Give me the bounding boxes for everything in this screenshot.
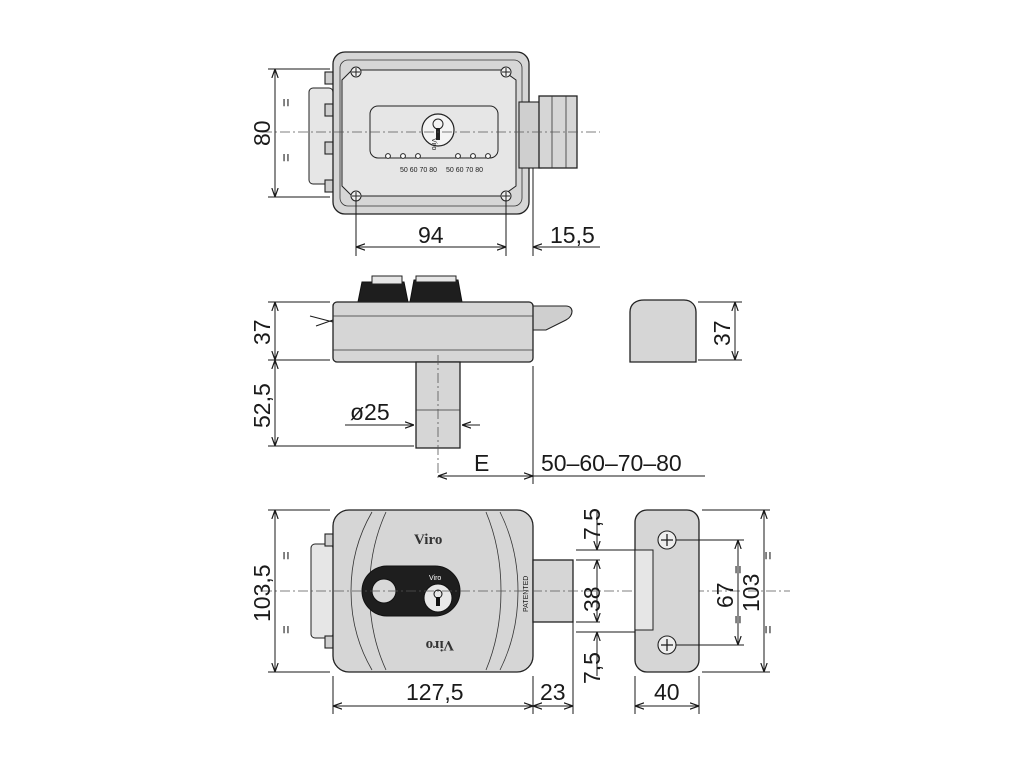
screw-icon	[657, 530, 677, 550]
eq-mark: =	[760, 625, 777, 634]
top-left-tab-knob	[324, 71, 334, 85]
dim-top-bolt: 15,5	[550, 222, 595, 248]
backset-scale-label: 50 60 70 80	[400, 167, 437, 174]
eq-mark: =	[278, 625, 295, 634]
side-knob-left	[357, 281, 409, 303]
dim-keeper-height: 103	[738, 574, 764, 612]
backset-hole	[415, 153, 421, 159]
front-view: Viro Viro PATENTED Viro 103,5 = = 127	[249, 508, 790, 714]
eq-mark: =	[278, 551, 295, 560]
backset-hole	[385, 153, 391, 159]
svg-text:Viro: Viro	[430, 138, 437, 150]
dim-front-bolt-height: 38	[579, 586, 605, 612]
backset-hole	[470, 153, 476, 159]
top-left-tab-knob	[324, 141, 334, 155]
dim-side-backset-label: E	[474, 450, 489, 476]
eq-mark: =	[730, 615, 747, 624]
dim-front-bolt: 23	[540, 679, 566, 705]
dim-keeper-width: 40	[654, 679, 680, 705]
backset-hole	[485, 153, 491, 159]
top-left-tab-knob	[324, 179, 334, 193]
dim-top-width: 94	[418, 222, 444, 248]
front-brand-bottom: Viro	[426, 637, 454, 653]
backset-scale-label: 50 60 70 80	[446, 167, 483, 174]
side-view: 37 52,5 ø25 E 50–60–70–80 37	[249, 275, 742, 484]
dim-keeper-hole-spacing: 67	[712, 582, 738, 608]
side-knob-right	[409, 279, 463, 303]
top-left-tab	[308, 87, 334, 185]
screw-icon	[350, 190, 362, 202]
dim-side-diameter: ø25	[350, 399, 390, 425]
eq-mark: =	[278, 153, 295, 162]
front-cylinder-brand: Viro	[429, 575, 441, 582]
side-body	[332, 301, 534, 363]
screw-icon	[350, 66, 362, 78]
dim-side-cylinder-length: 52,5	[249, 383, 275, 428]
side-latch	[531, 305, 573, 331]
backset-hole	[400, 153, 406, 159]
eq-mark: =	[730, 565, 747, 574]
screw-icon	[500, 190, 512, 202]
top-left-tab-knob	[324, 103, 334, 117]
eq-mark: =	[760, 551, 777, 560]
patent-mark: PATENTED	[523, 576, 530, 612]
backset-hole	[455, 153, 461, 159]
eq-mark: =	[278, 98, 295, 107]
dim-top-height: 80	[249, 120, 275, 146]
top-view: Viro 50 60 70 80 50 60 70 80 80 = = 94 1…	[249, 51, 600, 256]
front-keeper-slot	[634, 549, 654, 631]
top-bolt-housing	[518, 101, 542, 169]
dim-front-width: 127,5	[406, 679, 464, 705]
dim-side-backset-values: 50–60–70–80	[541, 450, 682, 476]
dim-side-body-height: 37	[249, 319, 275, 345]
dim-front-top-offset: 7,5	[579, 508, 605, 540]
front-brand-top: Viro	[414, 532, 442, 548]
side-keeper	[629, 299, 697, 363]
dim-front-bottom-offset: 7,5	[579, 652, 605, 684]
screw-icon	[657, 635, 677, 655]
dim-side-keeper-height: 37	[709, 320, 735, 346]
screw-icon	[500, 66, 512, 78]
dim-front-height: 103,5	[249, 564, 275, 622]
